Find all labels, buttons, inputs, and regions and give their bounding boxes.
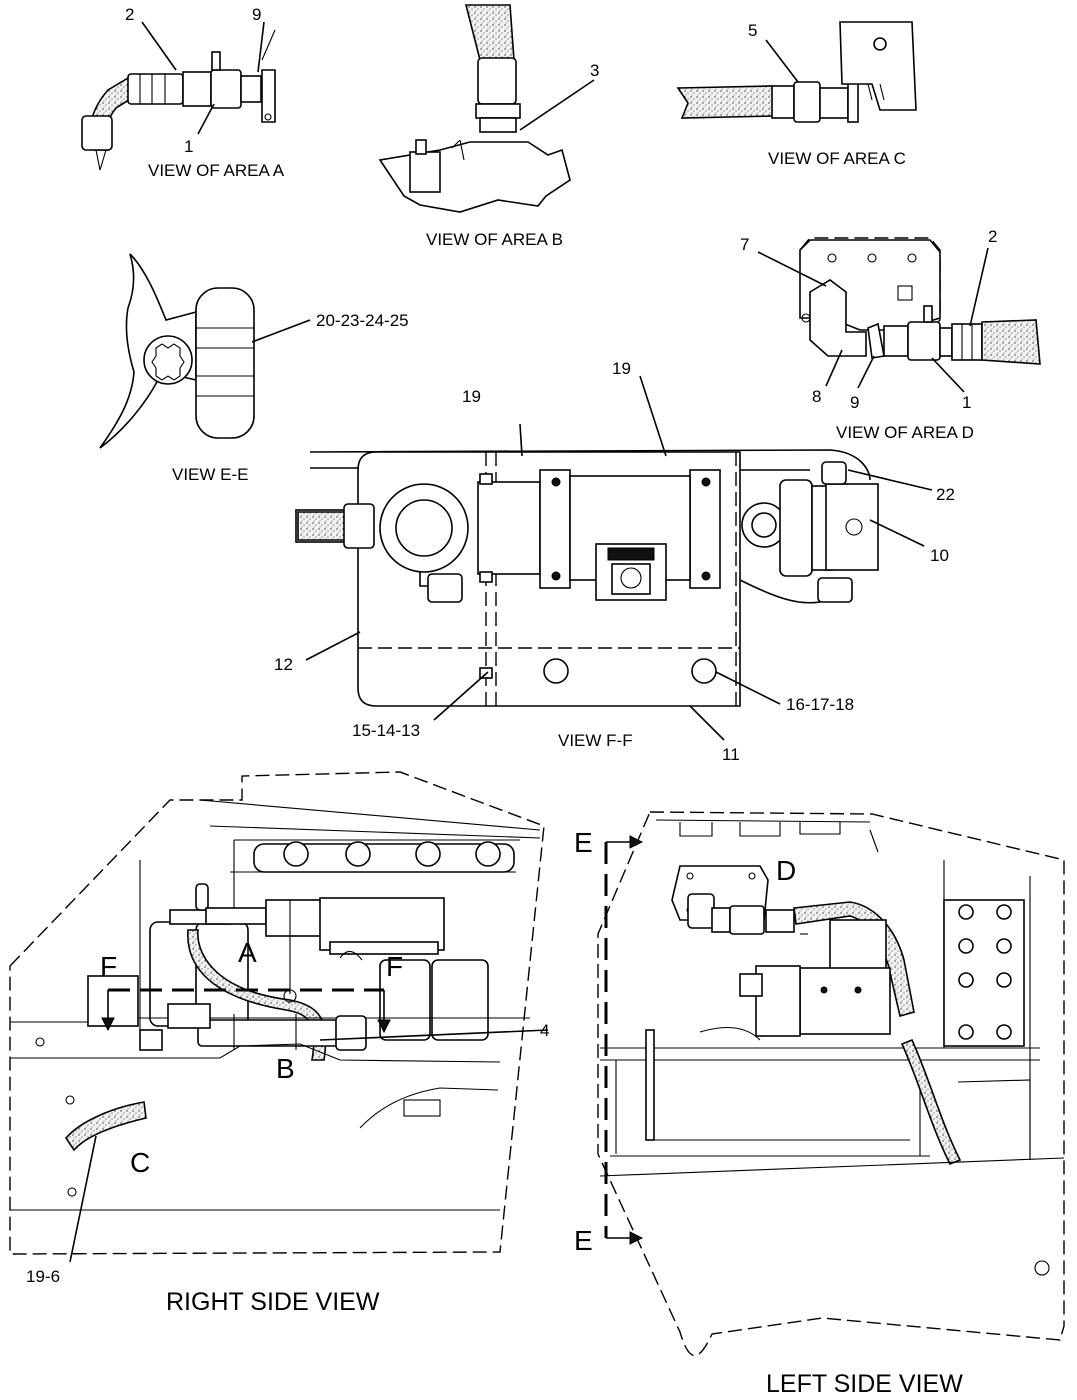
caption-view-area-c: VIEW OF AREA C xyxy=(768,149,906,168)
callout-8: 8 xyxy=(812,387,821,406)
callout-1: 1 xyxy=(184,137,193,156)
caption-view-f-f: VIEW F-F xyxy=(558,731,633,750)
area-label-a: A xyxy=(238,937,257,968)
callout-12: 12 xyxy=(274,655,293,674)
left-side-view: E E D LEFT SIDE VIEW xyxy=(574,811,1065,1398)
section-label-e-bottom: E xyxy=(574,1225,593,1256)
callout-15-14-13: 15-14-13 xyxy=(352,721,420,740)
callout-19-6: 19-6 xyxy=(26,1267,60,1286)
caption-right-side-view: RIGHT SIDE VIEW xyxy=(166,1288,380,1316)
view-e-e: 20-23-24-25 VIEW E-E xyxy=(99,253,409,484)
view-f-f: 19 19 22 10 12 16-17-18 15-14-13 11 VIEW… xyxy=(274,359,955,764)
caption-view-area-b: VIEW OF AREA B xyxy=(426,230,563,249)
caption-view-e-e: VIEW E-E xyxy=(172,465,249,484)
callout-9: 9 xyxy=(252,5,261,24)
area-label-d: D xyxy=(776,855,796,886)
callout-19: 19 xyxy=(612,359,631,378)
callout-5: 5 xyxy=(748,21,757,40)
callout-2: 2 xyxy=(125,5,134,24)
view-area-b: 3 VIEW OF AREA B xyxy=(378,4,599,249)
callout-4: 4 xyxy=(540,1021,549,1040)
view-area-d: 7 2 8 9 1 VIEW OF AREA D xyxy=(740,227,1041,442)
section-label-e-top: E xyxy=(574,827,593,858)
callout-1: 1 xyxy=(962,393,971,412)
area-label-c: C xyxy=(130,1147,150,1178)
callout-2: 2 xyxy=(988,227,997,246)
view-area-a: 2 9 1 VIEW OF AREA A xyxy=(81,5,285,180)
section-label-f-left: F xyxy=(100,951,117,982)
callout-16-17-18: 16-17-18 xyxy=(786,695,854,714)
callout-22: 22 xyxy=(936,485,955,504)
callout-7: 7 xyxy=(740,235,749,254)
right-side-view: A B C F F 4 19-6 RIGHT SIDE VIEW xyxy=(9,771,549,1316)
caption-left-side-view: LEFT SIDE VIEW xyxy=(766,1370,963,1398)
section-label-f-right: F xyxy=(386,951,403,982)
callout-20-23-24-25: 20-23-24-25 xyxy=(316,311,409,330)
callout-3: 3 xyxy=(590,61,599,80)
callout-19: 19 xyxy=(462,387,481,406)
caption-view-area-d: VIEW OF AREA D xyxy=(836,423,974,442)
caption-view-area-a: VIEW OF AREA A xyxy=(148,161,285,180)
area-label-b: B xyxy=(276,1053,295,1084)
view-area-c: 5 VIEW OF AREA C xyxy=(676,21,917,168)
callout-10: 10 xyxy=(930,546,949,565)
callout-9: 9 xyxy=(850,393,859,412)
callout-11: 11 xyxy=(722,745,740,764)
